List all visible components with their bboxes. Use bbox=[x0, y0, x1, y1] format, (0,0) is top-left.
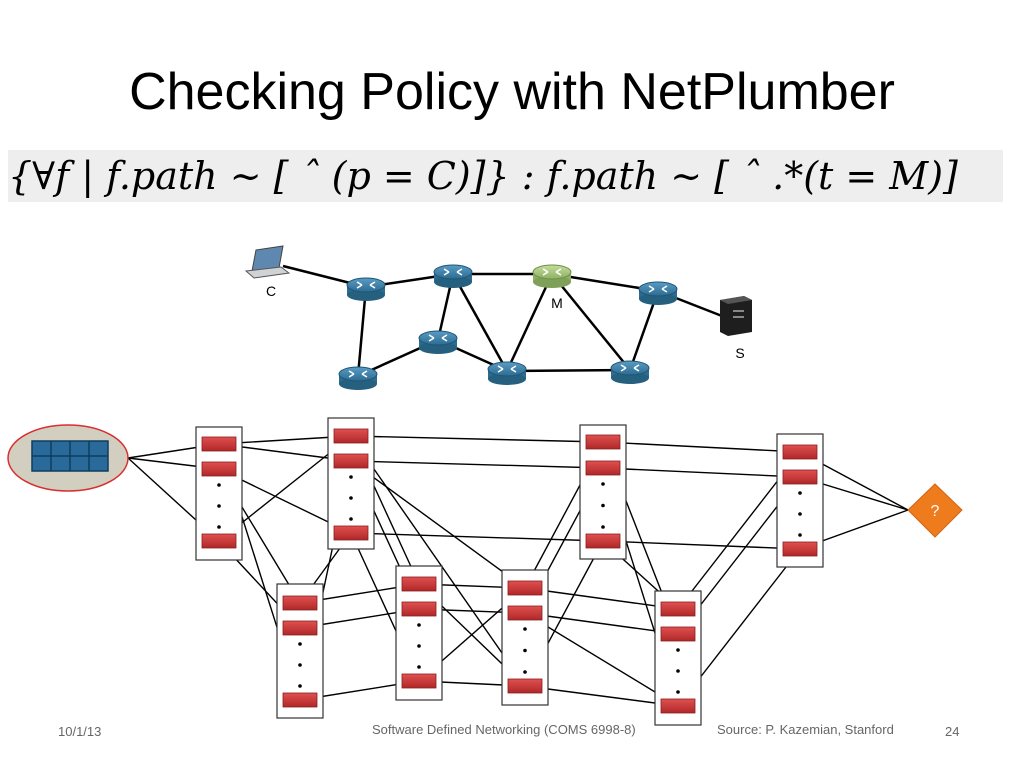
ellipsis-dot bbox=[217, 525, 221, 529]
slide-title: Checking Policy with NetPlumber bbox=[129, 63, 895, 121]
rule-node bbox=[201, 436, 237, 452]
middlebox-label: M bbox=[551, 295, 563, 311]
rule-node bbox=[585, 533, 621, 549]
policy-formula: {∀f | f.path ∼ [ ˆ (p = C)]} : f.path ∼ … bbox=[8, 150, 1003, 202]
topology-link bbox=[356, 286, 368, 377]
router-icon bbox=[418, 330, 458, 354]
rule-node bbox=[782, 444, 818, 460]
topology-link bbox=[451, 273, 509, 372]
router-icon bbox=[638, 281, 678, 305]
pipe-link bbox=[524, 612, 679, 635]
pipe-link bbox=[350, 435, 526, 687]
ellipsis-dot bbox=[798, 533, 802, 537]
pipe-link bbox=[350, 460, 526, 589]
router-icon bbox=[346, 277, 386, 301]
rule-table bbox=[276, 583, 324, 719]
ellipsis-dot bbox=[676, 669, 680, 673]
topology-link bbox=[551, 273, 631, 371]
topology-nodes bbox=[338, 264, 678, 390]
topology-link bbox=[506, 368, 631, 373]
router-icon bbox=[610, 360, 650, 384]
rule-node bbox=[282, 620, 318, 636]
rule-node bbox=[401, 673, 437, 689]
ellipsis-dot bbox=[417, 623, 421, 627]
probe-label: ? bbox=[931, 503, 940, 520]
rule-table bbox=[501, 569, 549, 706]
laptop-icon bbox=[244, 245, 291, 279]
pipe-link bbox=[524, 612, 679, 707]
ellipsis-dot bbox=[798, 491, 802, 495]
footer-page-number: 24 bbox=[945, 724, 960, 739]
rule-node bbox=[282, 692, 318, 708]
rule-node bbox=[585, 434, 621, 450]
pipe-link bbox=[350, 435, 604, 443]
probe-node: ? bbox=[907, 483, 963, 538]
router-icon bbox=[487, 361, 527, 385]
rule-tables bbox=[195, 417, 824, 726]
ellipsis-dot bbox=[676, 690, 680, 694]
ellipsis-dot bbox=[523, 648, 527, 653]
footer-source: Source: P. Kazemian, Stanford bbox=[717, 722, 894, 737]
ellipsis-dot bbox=[601, 503, 605, 508]
rule-node bbox=[333, 453, 369, 469]
ellipsis-dot bbox=[601, 525, 605, 529]
ellipsis-dot bbox=[523, 627, 527, 631]
rule-node bbox=[507, 605, 543, 621]
rule-table bbox=[579, 424, 627, 560]
rule-node bbox=[333, 428, 369, 444]
rule-node bbox=[660, 601, 696, 617]
pipe-link bbox=[524, 587, 679, 610]
middlebox-icon bbox=[532, 264, 572, 288]
rule-node bbox=[507, 580, 543, 596]
client-label: C bbox=[266, 283, 276, 299]
server-icon bbox=[720, 296, 752, 336]
rule-node bbox=[782, 541, 818, 557]
rule-node bbox=[401, 576, 437, 592]
ellipsis-dot bbox=[798, 512, 802, 516]
rule-table bbox=[327, 417, 375, 550]
rule-node bbox=[660, 626, 696, 642]
router-icon bbox=[433, 264, 473, 288]
rule-table bbox=[395, 565, 443, 701]
pipe-link bbox=[524, 685, 679, 707]
pipe-link bbox=[602, 540, 801, 550]
pipe-link bbox=[602, 467, 801, 478]
rule-node bbox=[660, 698, 696, 714]
ellipsis-dot bbox=[523, 670, 527, 674]
rule-node bbox=[201, 461, 237, 477]
rule-table bbox=[195, 426, 243, 561]
pipe-link bbox=[350, 532, 604, 542]
router-icon bbox=[338, 366, 378, 390]
ellipsis-dot bbox=[349, 475, 353, 479]
rule-node bbox=[585, 460, 621, 476]
rule-table bbox=[776, 433, 824, 568]
ellipsis-dot bbox=[349, 517, 353, 521]
ellipsis-dot bbox=[217, 504, 221, 508]
rule-node bbox=[401, 601, 437, 617]
rule-node bbox=[782, 469, 818, 485]
source-node bbox=[7, 424, 129, 492]
pipe-link bbox=[602, 441, 801, 453]
topology-link bbox=[505, 273, 554, 372]
ellipsis-dot bbox=[417, 644, 421, 648]
server-label: S bbox=[735, 345, 744, 361]
ellipsis-dot bbox=[601, 482, 605, 486]
rule-node bbox=[282, 595, 318, 611]
rule-node bbox=[333, 525, 369, 541]
ellipsis-dot bbox=[298, 642, 302, 646]
rule-table bbox=[654, 590, 702, 726]
ellipsis-dot bbox=[676, 648, 680, 652]
ellipsis-dot bbox=[349, 496, 353, 500]
pipe-link bbox=[350, 460, 604, 469]
footer-date: 10/1/13 bbox=[58, 724, 102, 739]
ellipsis-dot bbox=[417, 665, 421, 669]
packet-header-icon bbox=[31, 440, 109, 472]
rule-node bbox=[201, 533, 237, 549]
ellipsis-dot bbox=[298, 684, 302, 688]
rule-node bbox=[507, 678, 543, 694]
footer-course: Software Defined Networking (COMS 6998-8… bbox=[372, 722, 636, 737]
ellipsis-dot bbox=[217, 483, 221, 487]
ellipsis-dot bbox=[298, 663, 302, 667]
